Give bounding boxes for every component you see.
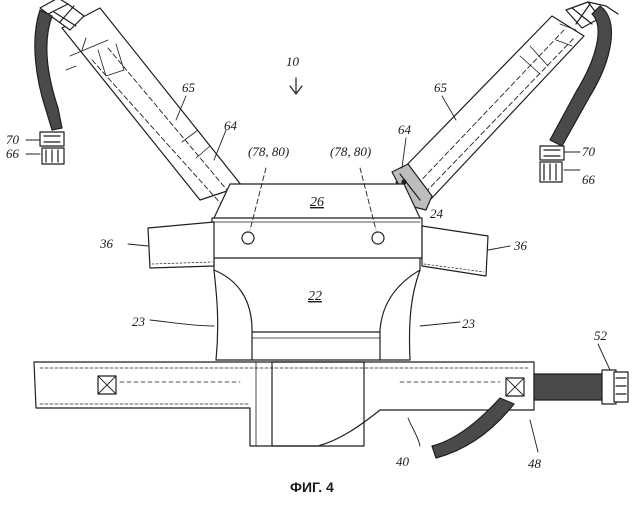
label-23-right: 23 [462, 316, 476, 331]
label-66-left: 66 [6, 146, 20, 161]
label-78-80-right: (78, 80) [330, 144, 371, 159]
label-70-left: 70 [6, 132, 20, 147]
label-64-left: 64 [224, 118, 238, 133]
label-52: 52 [594, 328, 608, 343]
label-78-80-left: (78, 80) [248, 144, 289, 159]
label-40: 40 [396, 454, 410, 469]
label-26: 26 [310, 195, 324, 210]
head-panel [212, 218, 422, 258]
label-22: 22 [308, 289, 322, 304]
arrow-10 [290, 78, 302, 94]
right-side-flap [422, 226, 488, 276]
label-66-right: 66 [582, 172, 596, 187]
left-webbing [35, 10, 64, 164]
label-65-right: 65 [434, 80, 448, 95]
left-side-flap [148, 222, 214, 268]
body-panel [214, 184, 420, 360]
left-shoulder-strap [62, 8, 242, 205]
label-10: 10 [286, 54, 300, 69]
label-64-right: 64 [398, 122, 412, 137]
figure-caption: ФИГ. 4 [290, 479, 334, 495]
label-36-left: 36 [99, 236, 114, 251]
label-24: 24 [430, 206, 444, 221]
label-48: 48 [528, 456, 542, 471]
label-23-left: 23 [132, 314, 146, 329]
label-36-right: 36 [513, 238, 528, 253]
label-65-left: 65 [182, 80, 196, 95]
label-70-right: 70 [582, 144, 596, 159]
waist-webbing-right [534, 370, 628, 404]
